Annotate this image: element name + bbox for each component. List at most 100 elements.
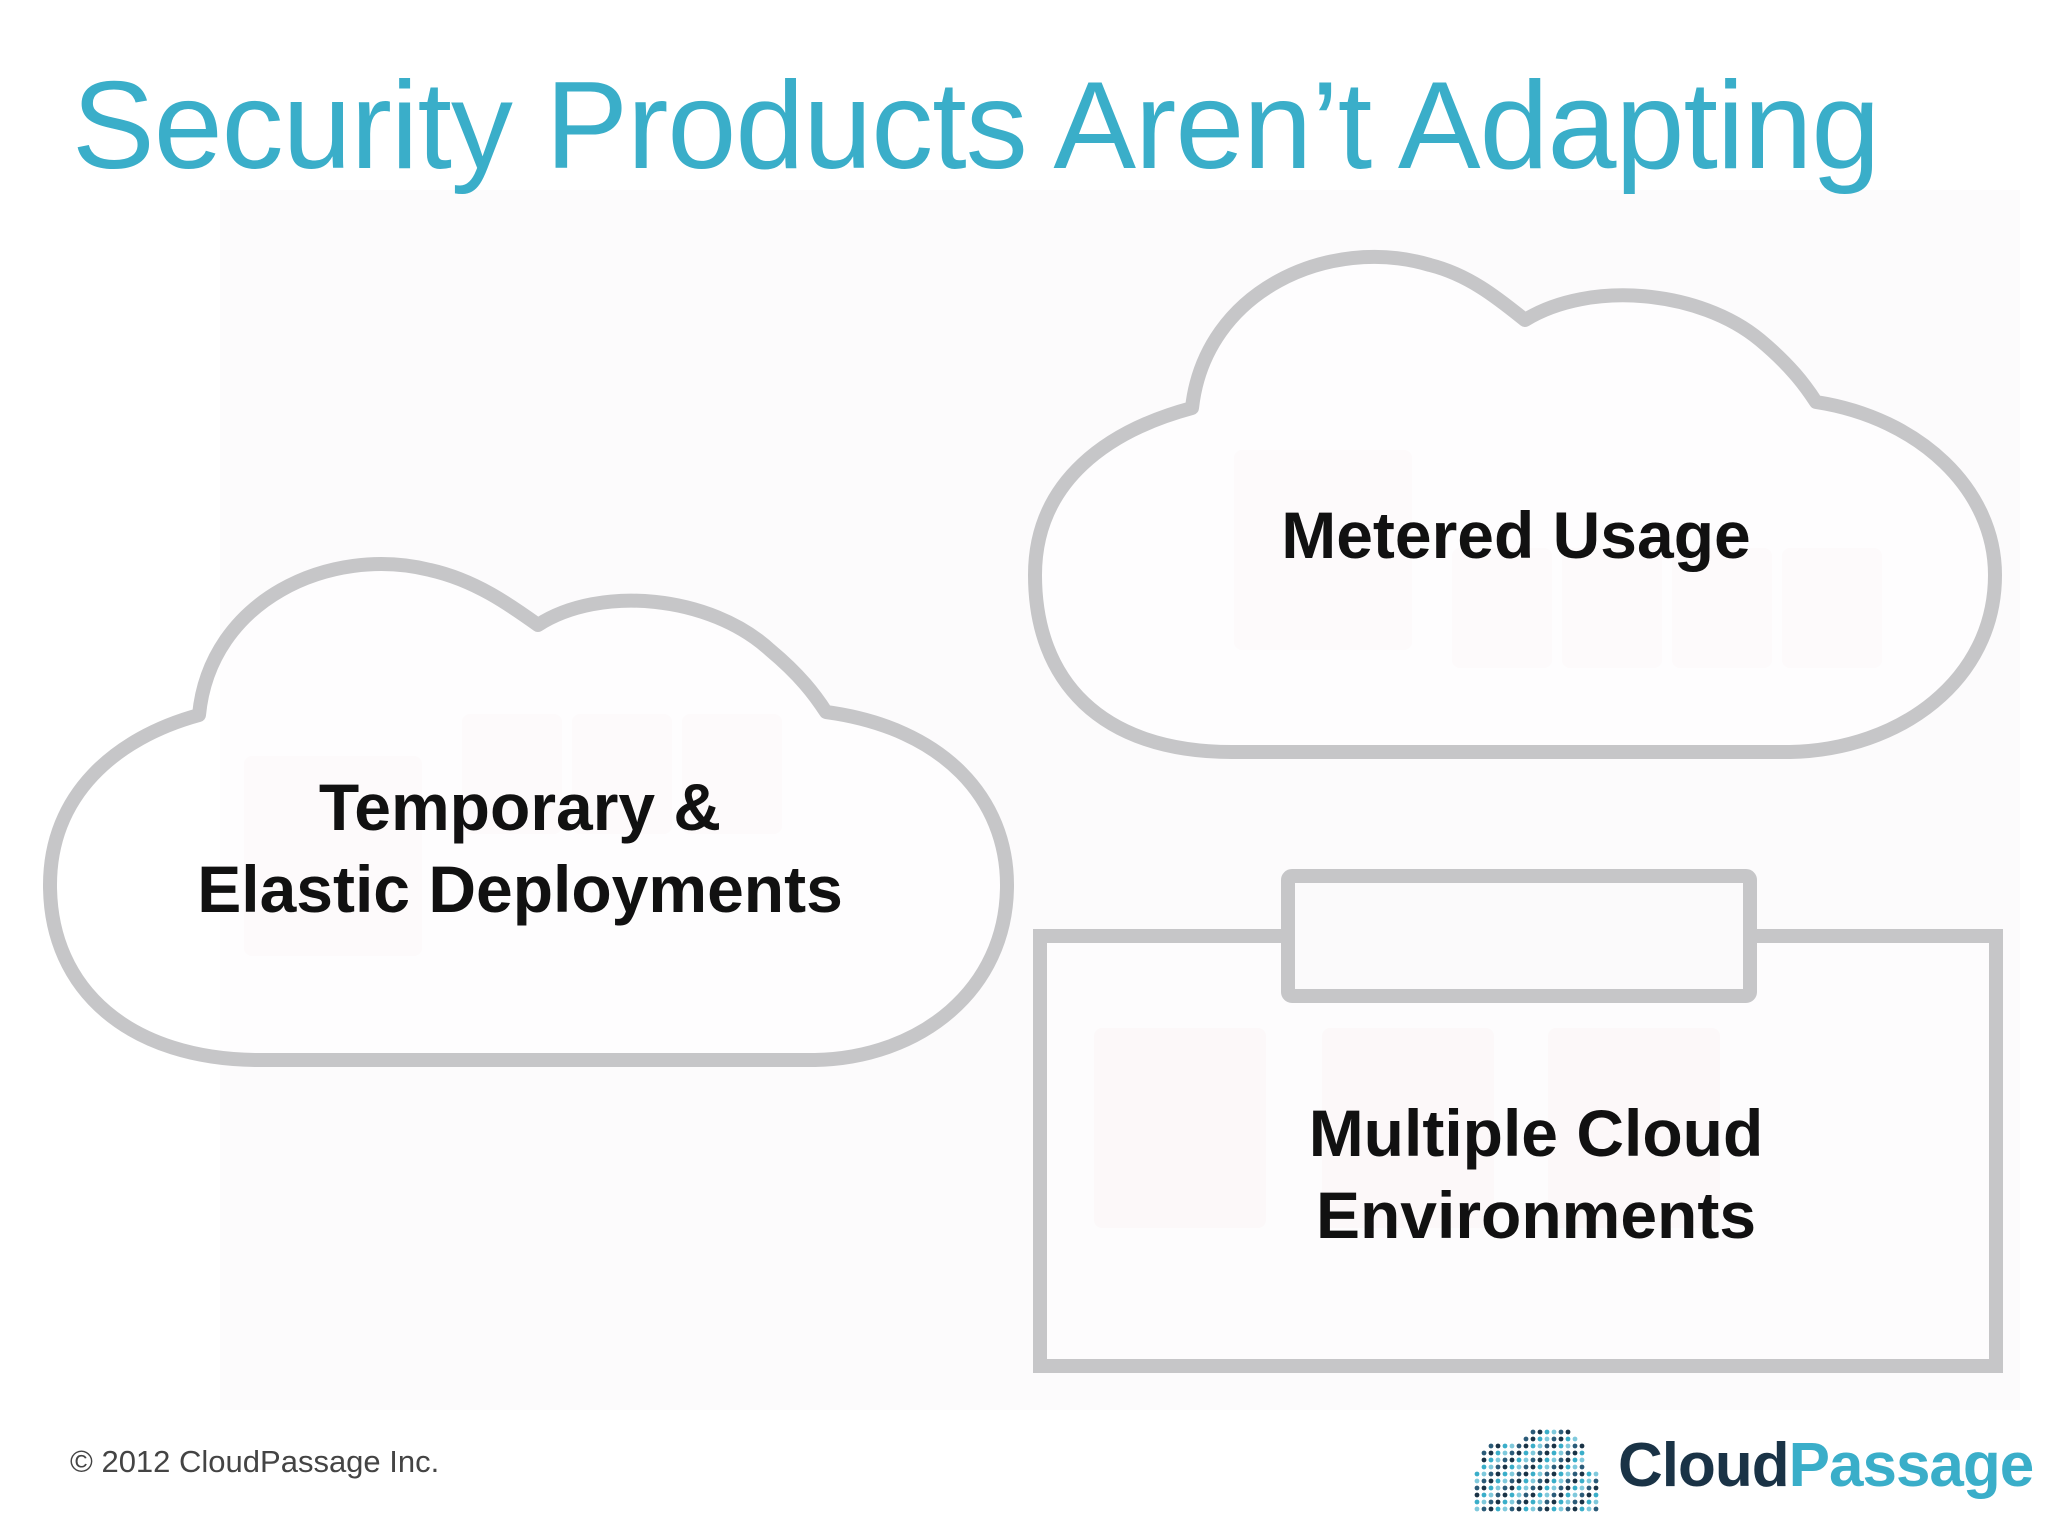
logo-dot <box>1558 1457 1564 1463</box>
logo-dot <box>1579 1492 1585 1498</box>
logo-dot <box>1579 1471 1585 1477</box>
logo-dot <box>1488 1506 1494 1512</box>
logo-dot <box>1509 1499 1515 1505</box>
logo-dot <box>1544 1499 1550 1505</box>
logo-dot <box>1551 1478 1557 1484</box>
logo-dot <box>1551 1485 1557 1491</box>
logo-dot <box>1558 1471 1564 1477</box>
logo-dot <box>1530 1478 1536 1484</box>
logo-dot <box>1579 1499 1585 1505</box>
logo-dot <box>1565 1464 1571 1470</box>
logo-dot <box>1530 1492 1536 1498</box>
logo-dot <box>1481 1499 1487 1505</box>
logo-dot <box>1509 1443 1515 1449</box>
logo-word-cloud: Cloud <box>1618 1431 1790 1500</box>
faded-warning-tile <box>1322 1028 1494 1228</box>
logo-dot <box>1572 1457 1578 1463</box>
logo-dot <box>1481 1450 1487 1456</box>
logo-dot <box>1551 1492 1557 1498</box>
logo-dot <box>1558 1443 1564 1449</box>
cloud-outline-left <box>43 557 1014 1067</box>
logo-dot <box>1523 1492 1529 1498</box>
logo-dot <box>1551 1464 1557 1470</box>
logo-dot <box>1516 1506 1522 1512</box>
logo-dot <box>1474 1492 1480 1498</box>
logo-dot <box>1481 1492 1487 1498</box>
logo-dot <box>1572 1478 1578 1484</box>
logo-dot <box>1523 1478 1529 1484</box>
logo-dot <box>1502 1492 1508 1498</box>
logo-dot <box>1502 1464 1508 1470</box>
logo-dot <box>1558 1464 1564 1470</box>
logo-dot <box>1572 1485 1578 1491</box>
temporary-elastic-line1: Temporary & <box>318 770 722 844</box>
logo-dot <box>1565 1436 1571 1442</box>
copyright-notice: © 2012 CloudPassage Inc. <box>70 1444 440 1479</box>
logo-dot <box>1565 1450 1571 1456</box>
logo-dot <box>1558 1492 1564 1498</box>
logo-dot <box>1488 1485 1494 1491</box>
logo-dot <box>1488 1499 1494 1505</box>
logo-dot <box>1523 1436 1529 1442</box>
logo-dot <box>1565 1499 1571 1505</box>
logo-dot <box>1495 1478 1501 1484</box>
logo-dot <box>1558 1485 1564 1491</box>
logo-dot <box>1488 1492 1494 1498</box>
logo-dot <box>1572 1492 1578 1498</box>
logo-dot <box>1509 1485 1515 1491</box>
logo-dot <box>1551 1429 1557 1435</box>
logo-dot <box>1579 1464 1585 1470</box>
logo-dot <box>1509 1478 1515 1484</box>
temporary-elastic-line2: Elastic Deployments <box>197 852 843 926</box>
logo-dot <box>1523 1450 1529 1456</box>
logo-dot <box>1544 1429 1550 1435</box>
logo-dot <box>1523 1499 1529 1505</box>
logo-dot <box>1516 1485 1522 1491</box>
logo-dot <box>1544 1457 1550 1463</box>
logo-dot <box>1558 1478 1564 1484</box>
logo-dot <box>1544 1478 1550 1484</box>
logo-dot <box>1558 1506 1564 1512</box>
logo-dot <box>1537 1450 1543 1456</box>
logo-dot <box>1474 1485 1480 1491</box>
logo-dot <box>1523 1471 1529 1477</box>
logo-dot <box>1502 1478 1508 1484</box>
logo-dot <box>1530 1450 1536 1456</box>
logo-dot <box>1481 1464 1487 1470</box>
multiple-cloud-line1: Multiple Cloud <box>1308 1096 1764 1170</box>
logo-dot <box>1516 1450 1522 1456</box>
logo-dot <box>1516 1457 1522 1463</box>
logo-dot <box>1544 1464 1550 1470</box>
cloud-outline-right <box>1028 250 2002 759</box>
logo-dot <box>1509 1450 1515 1456</box>
logo-dot <box>1495 1457 1501 1463</box>
logo-dot <box>1523 1485 1529 1491</box>
logo-dot <box>1565 1429 1571 1435</box>
logo-dot <box>1544 1485 1550 1491</box>
logo-dot <box>1537 1457 1543 1463</box>
logo-dot <box>1537 1443 1543 1449</box>
environments-box-outline <box>1033 929 2003 1373</box>
logo-dot <box>1579 1478 1585 1484</box>
cloudpassage-logo: CloudPassage <box>1466 1422 2034 1522</box>
logo-dot <box>1565 1478 1571 1484</box>
logo-dot <box>1523 1443 1529 1449</box>
logo-dot <box>1537 1506 1543 1512</box>
logo-dot <box>1481 1471 1487 1477</box>
logo-dot <box>1586 1492 1592 1498</box>
logo-dot <box>1495 1499 1501 1505</box>
logo-dot <box>1586 1506 1592 1512</box>
logo-word-passage: Passage <box>1788 1431 2035 1500</box>
logo-dot <box>1551 1450 1557 1456</box>
logo-dot <box>1565 1492 1571 1498</box>
logo-dot <box>1579 1457 1585 1463</box>
logo-dot <box>1544 1471 1550 1477</box>
logo-dot <box>1537 1464 1543 1470</box>
tab-divider-mask <box>1295 929 1743 943</box>
logo-dot <box>1530 1471 1536 1477</box>
logo-dot <box>1537 1478 1543 1484</box>
logo-dot <box>1586 1485 1592 1491</box>
logo-dot <box>1474 1478 1480 1484</box>
logo-dot <box>1565 1506 1571 1512</box>
